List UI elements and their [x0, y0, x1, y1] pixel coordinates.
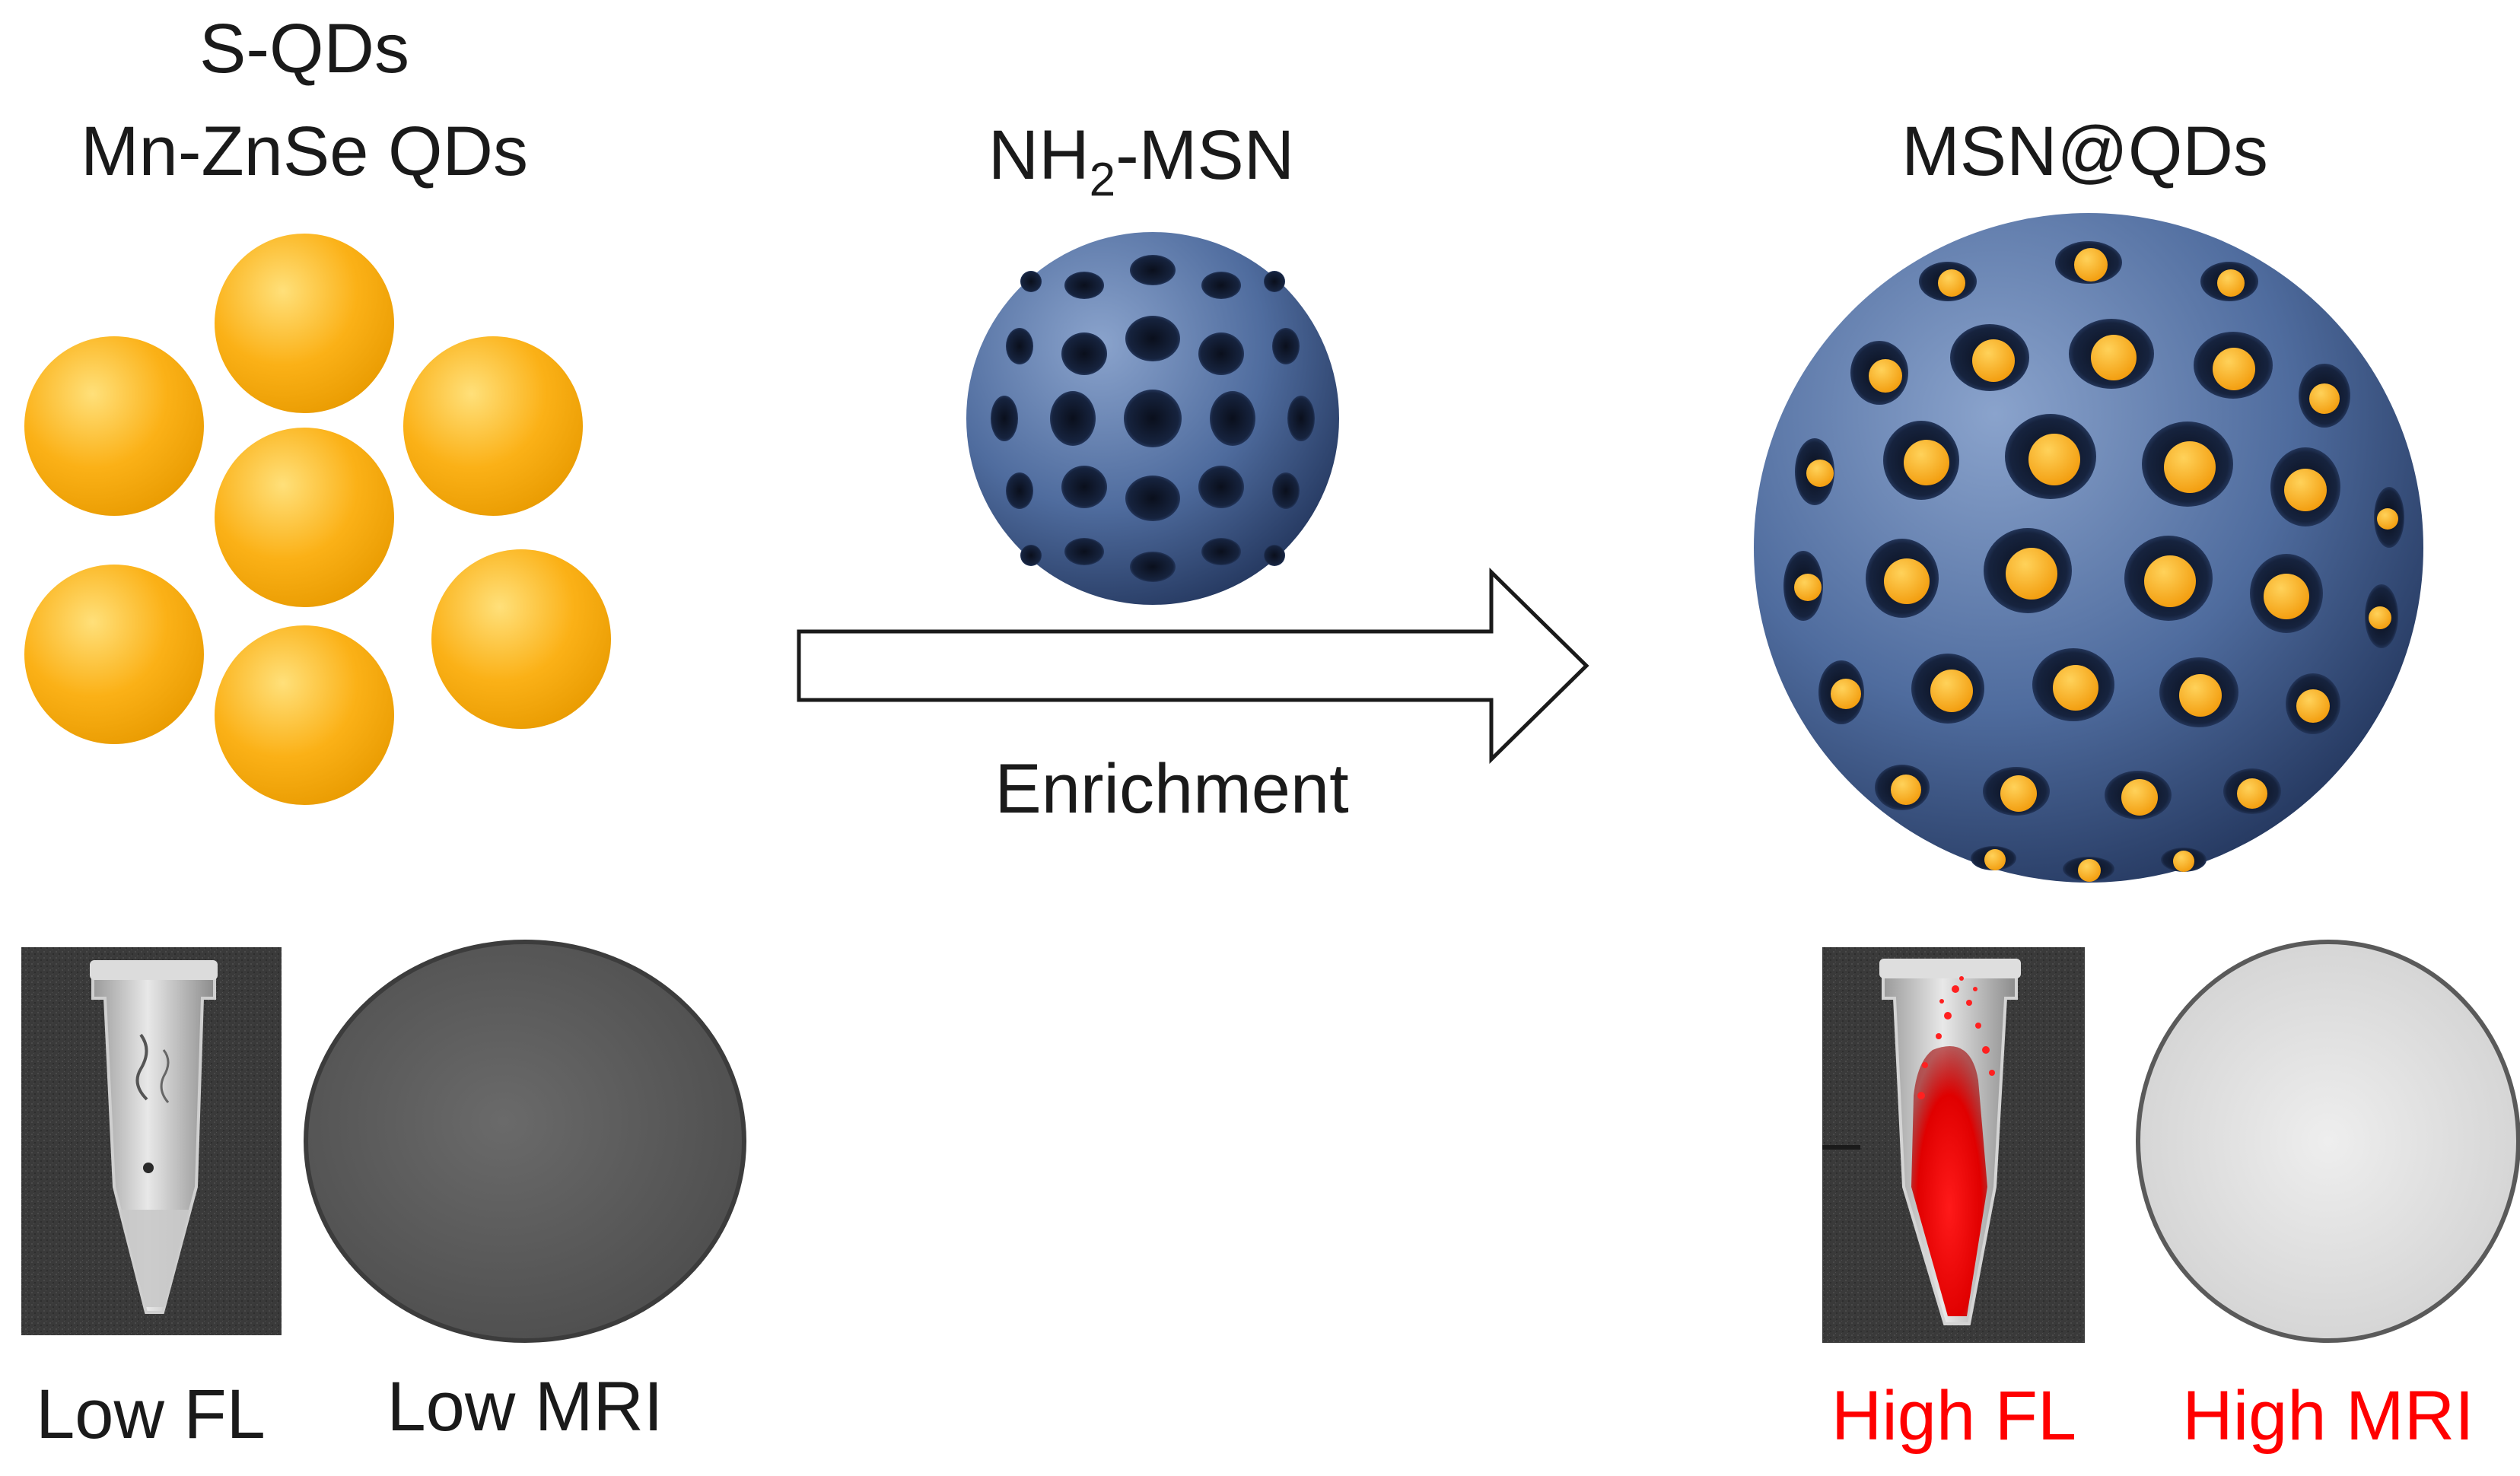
quantum-dot	[431, 549, 611, 729]
fluorescence-speckles	[1917, 976, 1995, 1099]
mn-znse-qds-title: Mn-ZnSe QDs	[81, 113, 528, 190]
msn-pores	[991, 255, 1315, 582]
low-fl-tube-photo	[21, 947, 282, 1335]
msn-qds-composite	[1754, 213, 2423, 883]
quantum-dot	[24, 336, 204, 516]
s-qds-title: S-QDs	[199, 10, 409, 87]
msn-qds-title: MSN@QDs	[1901, 113, 2268, 190]
enrichment-label: Enrichment	[994, 750, 1348, 828]
nh2-subscript: 2	[1090, 154, 1115, 206]
enrichment-arrow	[797, 568, 1589, 764]
high-mri-caption: High MRI	[2182, 1377, 2474, 1455]
low-mri-image	[304, 940, 746, 1343]
high-fl-caption: High FL	[1831, 1377, 2076, 1455]
high-mri-image	[2136, 940, 2520, 1343]
low-mri-caption: Low MRI	[387, 1368, 663, 1446]
quantum-dot	[403, 336, 583, 516]
high-fl-tube-photo	[1822, 947, 2085, 1343]
red-fluorescence-signal	[1911, 1046, 1987, 1316]
nh2-msn-title: NH2-MSN	[988, 116, 1294, 206]
mesoporous-silica-nanoparticle	[966, 232, 1339, 605]
low-fl-caption: Low FL	[36, 1376, 266, 1453]
quantum-dot	[24, 565, 204, 744]
loaded-pores	[1783, 241, 2404, 882]
quantum-dot	[215, 625, 394, 805]
quantum-dot-cluster	[24, 234, 611, 805]
quantum-dot	[215, 234, 394, 413]
quantum-dot	[215, 428, 394, 607]
